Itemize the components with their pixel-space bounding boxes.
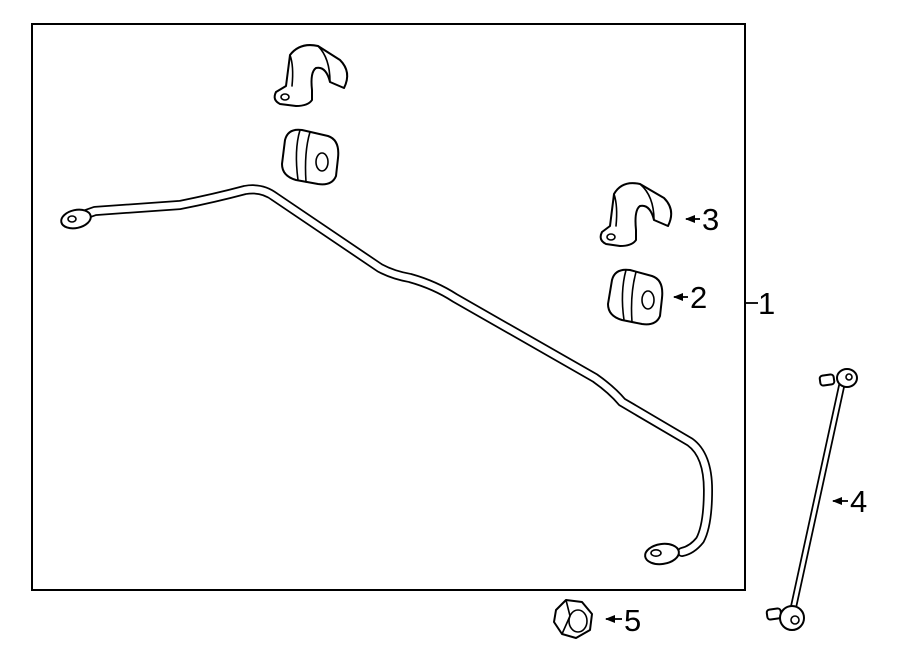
- bracket[interactable]: [599, 182, 673, 247]
- bushing[interactable]: [607, 268, 664, 326]
- callout-2: 2: [673, 280, 707, 315]
- callout-4: 4: [832, 484, 867, 519]
- bar-end-left-hole: [67, 215, 77, 223]
- callout-4-label: 4: [850, 484, 867, 519]
- bushing-upper-left[interactable]: [281, 128, 340, 186]
- callout-3: 3: [685, 202, 719, 237]
- callout-3-label: 3: [702, 202, 719, 237]
- bracket-upper-left[interactable]: [273, 44, 349, 107]
- nut[interactable]: [553, 599, 593, 639]
- bar-end-right-hole: [650, 548, 662, 557]
- callout-1-label: 1: [758, 286, 775, 321]
- callout-5-label: 5: [624, 603, 641, 638]
- callout-5: 5: [605, 603, 641, 638]
- stabilizer-link[interactable]: [765, 368, 858, 631]
- assembly-frame: [31, 23, 746, 591]
- callout-1: 1: [746, 286, 775, 321]
- bar-end-right: [644, 542, 680, 566]
- stabilizer-bar[interactable]: [59, 184, 713, 566]
- callout-2-label: 2: [690, 280, 707, 315]
